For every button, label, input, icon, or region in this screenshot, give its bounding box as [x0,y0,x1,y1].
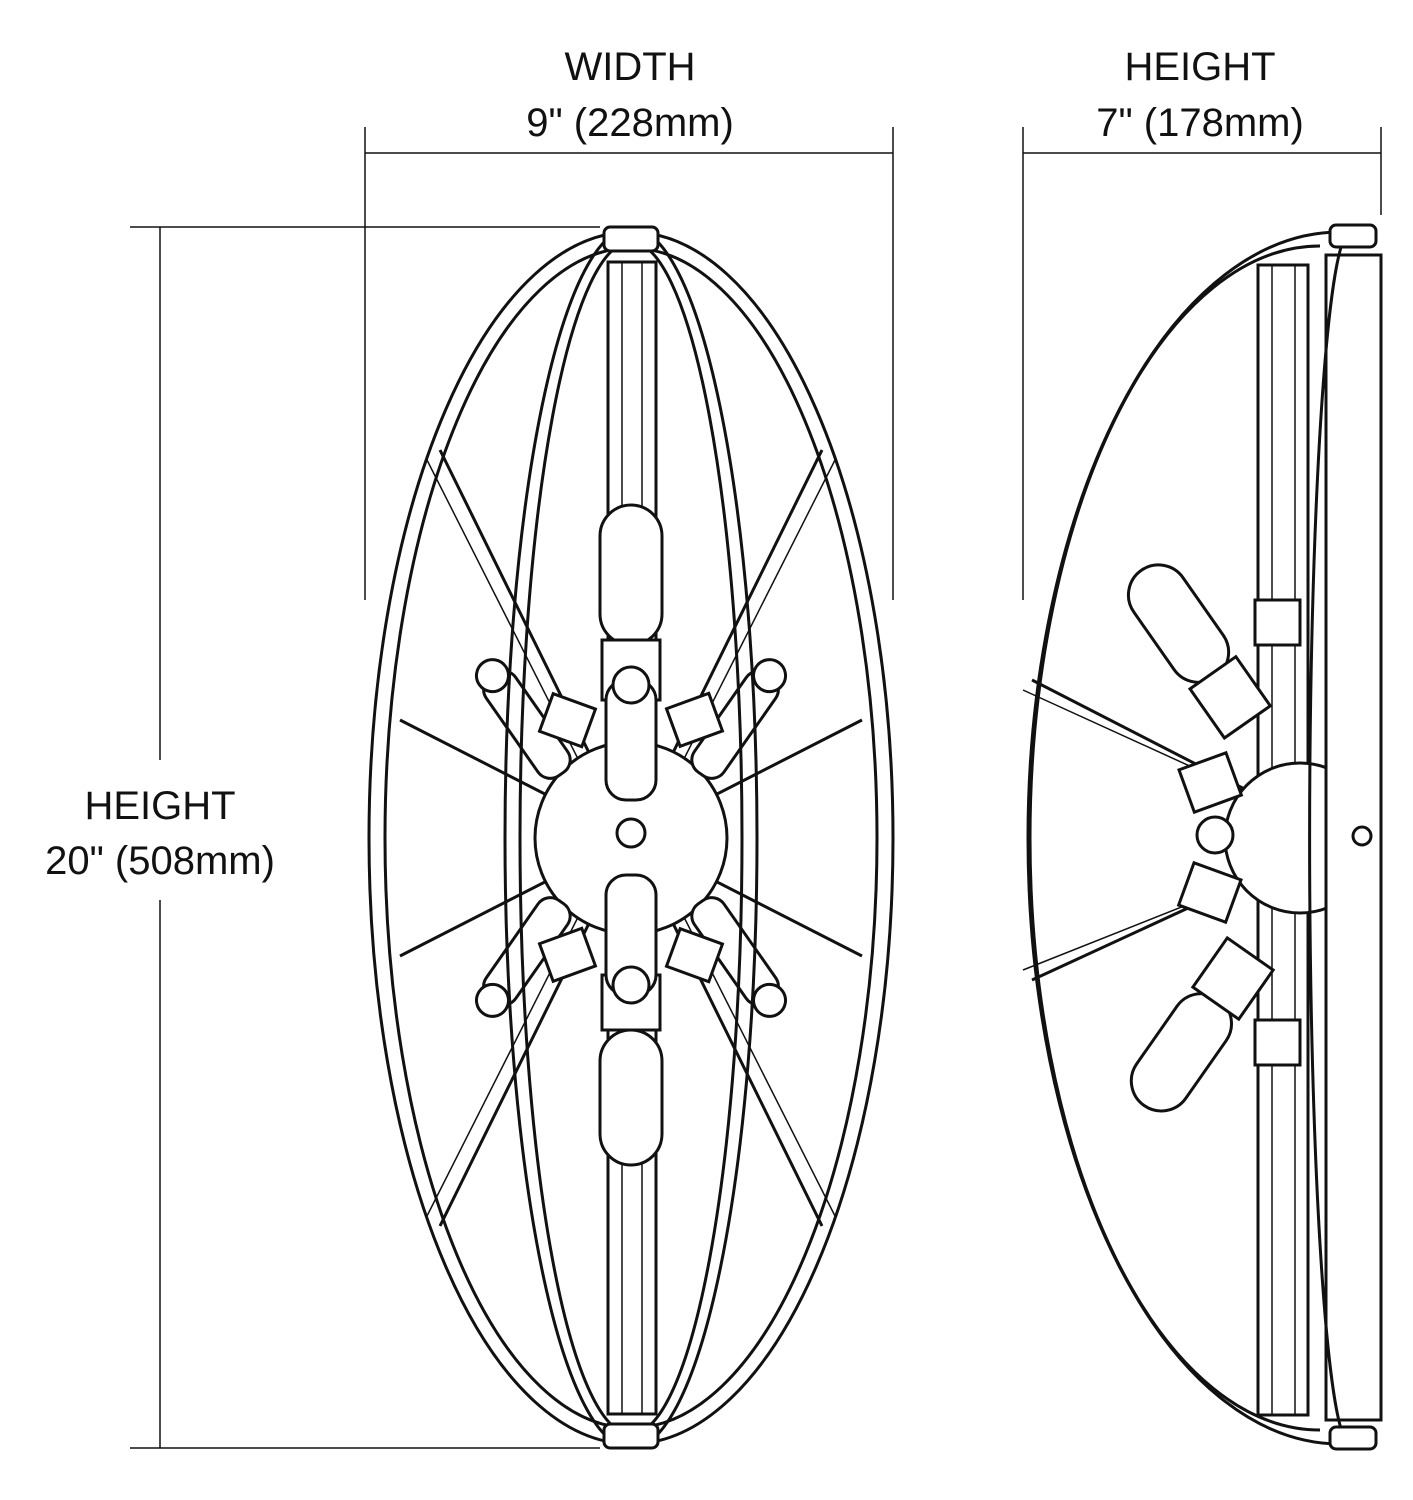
depth-dimension-line [1022,127,1382,600]
bulb-top [598,503,664,647]
height-value: 20" (508mm) [10,838,310,884]
width-dimension-line [364,127,894,600]
depth-value: 7" (178mm) [1096,101,1304,145]
width-value: 9" (228mm) [526,101,734,145]
side-view [1022,223,1383,1451]
depth-label: HEIGHT [1124,45,1276,89]
height-dimension-line [130,226,600,1449]
sockets [474,658,788,1018]
bulb-bottom [598,1028,664,1167]
width-label: WIDTH [564,45,696,89]
height-label: HEIGHT [10,783,310,829]
front-view [367,225,895,1450]
